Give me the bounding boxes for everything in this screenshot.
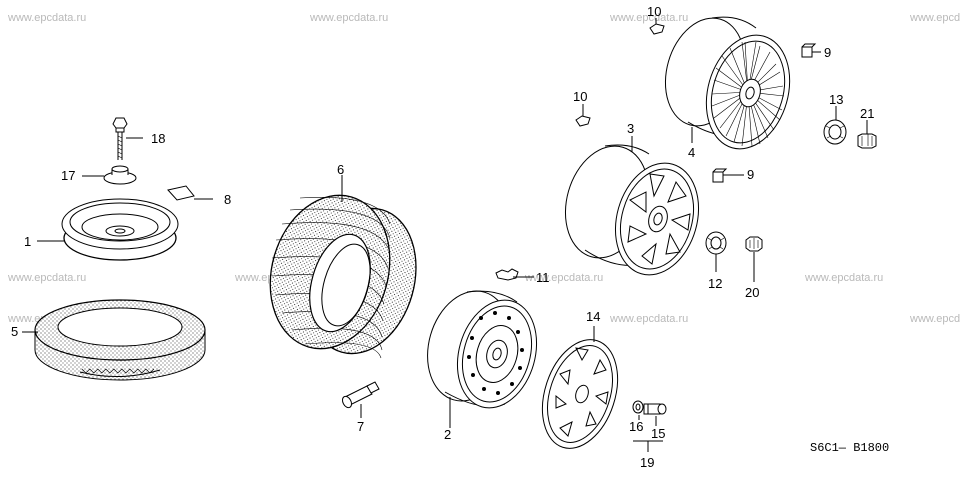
watermark-layer: www.epcdata.ru www.epcdata.ru www.epcdat… xyxy=(7,12,960,325)
callout-9-top: 9 xyxy=(824,45,831,60)
callout-5: 5 xyxy=(11,324,18,339)
part-16-nut[interactable] xyxy=(632,400,644,420)
part-9-clip-top[interactable] xyxy=(801,43,821,58)
callout-12: 12 xyxy=(708,276,722,291)
part-8-label[interactable] xyxy=(167,185,213,201)
part-3-alloy-wheel[interactable] xyxy=(553,136,711,285)
part-11-weight[interactable] xyxy=(495,268,534,281)
part-4-alloy-wheel[interactable] xyxy=(653,9,802,159)
part-10-nut-top[interactable] xyxy=(649,18,665,35)
callout-4: 4 xyxy=(688,145,695,160)
bracket-19 xyxy=(633,440,663,452)
callout-20: 20 xyxy=(745,285,759,300)
watermark: www.epcdata.ru xyxy=(609,313,688,325)
callout-17: 17 xyxy=(61,168,75,183)
callout-15: 15 xyxy=(651,426,665,441)
callout-3: 3 xyxy=(627,121,634,136)
callout-labels: 1 2 3 4 5 6 7 8 9 9 10 10 11 12 13 14 15… xyxy=(11,4,874,470)
watermark: www.epcdata.ru xyxy=(309,12,388,24)
callout-16: 16 xyxy=(629,419,643,434)
watermark: www.epcdata.ru xyxy=(7,12,86,24)
part-2-steel-wheel[interactable] xyxy=(415,281,549,428)
callout-19: 19 xyxy=(640,455,654,470)
part-7-valve[interactable] xyxy=(341,381,380,418)
part-1-spare-wheel[interactable] xyxy=(37,198,179,261)
callout-10-mid: 10 xyxy=(573,89,587,104)
callout-1: 1 xyxy=(24,234,31,249)
callout-8: 8 xyxy=(224,192,231,207)
callout-13: 13 xyxy=(829,92,843,107)
watermark: www.epcdata.ru xyxy=(804,272,883,284)
part-9-clip-mid[interactable] xyxy=(712,168,744,183)
callout-18: 18 xyxy=(151,131,165,146)
watermark: www.epcdata.ru xyxy=(7,272,86,284)
watermark: www.epcdata.ru xyxy=(909,313,960,325)
callout-7: 7 xyxy=(357,419,364,434)
part-21-bolt[interactable] xyxy=(857,120,877,149)
part-20-lug-bolt[interactable] xyxy=(745,236,763,282)
part-10-nut-mid[interactable] xyxy=(575,104,591,127)
callout-21: 21 xyxy=(860,106,874,121)
callout-14: 14 xyxy=(586,309,600,324)
callout-2: 2 xyxy=(444,427,451,442)
watermark: www.epcdata.ru xyxy=(609,12,688,24)
part-12-lug-nut[interactable] xyxy=(705,231,727,272)
callout-10-top: 10 xyxy=(647,4,661,19)
callout-9-mid: 9 xyxy=(747,167,754,182)
part-5-spare-tire[interactable] xyxy=(22,299,206,381)
diagram-code: S6C1— B1800 xyxy=(810,441,889,455)
part-13-cap[interactable] xyxy=(823,106,847,145)
part-17-nut[interactable] xyxy=(82,165,137,185)
watermark: www.epcdata.ru xyxy=(909,12,960,24)
part-6-tire[interactable] xyxy=(253,175,433,366)
part-14-wheel-cover[interactable] xyxy=(529,326,630,458)
callout-6: 6 xyxy=(337,162,344,177)
callout-11: 11 xyxy=(536,270,550,285)
part-18-bolt[interactable] xyxy=(112,117,143,160)
part-15-bolt[interactable] xyxy=(643,403,667,426)
watermark: www.epcdata.ru xyxy=(524,272,603,284)
